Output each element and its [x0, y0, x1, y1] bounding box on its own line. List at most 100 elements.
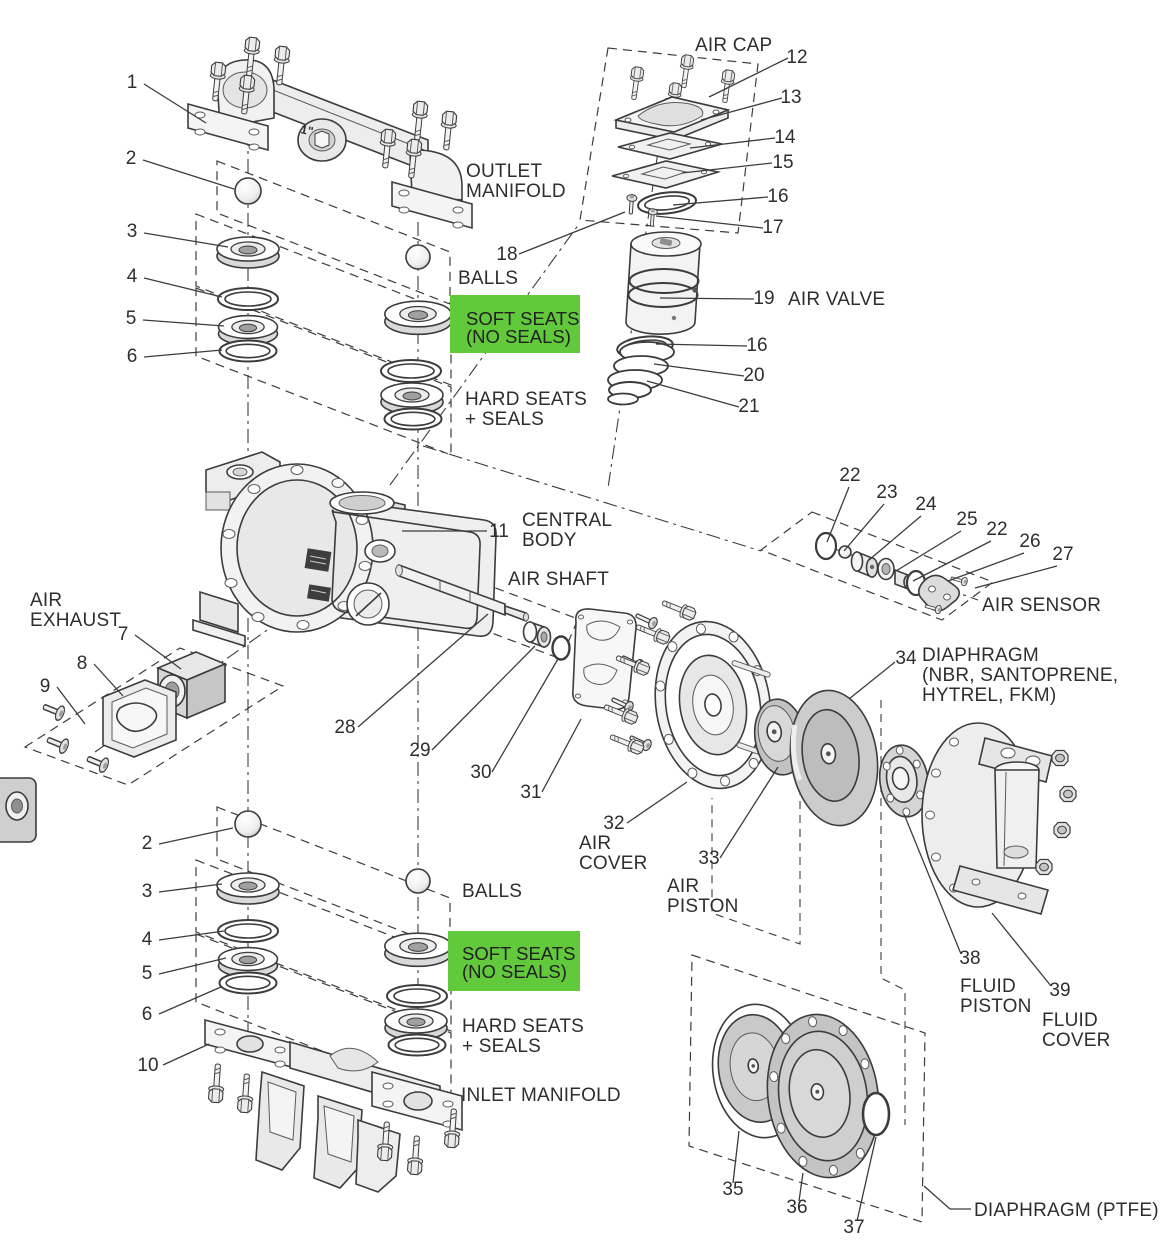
callout-21-21: 21 [738, 396, 759, 417]
balls-and-seats-top [216, 177, 453, 431]
leader-3-42 [158, 883, 223, 893]
air-shaft-part [395, 563, 660, 753]
leader-30-31 [491, 658, 559, 773]
plate-26 [917, 574, 961, 612]
label-air-valve: AIR VALVE [788, 289, 885, 310]
leader-27-28 [974, 565, 1058, 589]
callout-4-43: 4 [142, 929, 153, 950]
callout-19-18: 19 [753, 288, 774, 309]
callout-38-39: 38 [959, 948, 980, 969]
callout-31-32: 31 [520, 782, 541, 803]
callout-17-16: 17 [762, 217, 783, 238]
bushing-29 [522, 620, 552, 649]
callout-18-17: 18 [496, 244, 517, 265]
leader-37-38 [856, 1136, 877, 1222]
diaphragm-ptfe-box [688, 954, 926, 1223]
label-air-cap: AIR CAP [695, 35, 772, 56]
hard-oring-a-bottom [386, 984, 448, 1008]
seat-3-top [216, 236, 280, 269]
leader-14-13 [689, 137, 776, 149]
callout-12-11: 12 [786, 47, 807, 68]
callout-39-40: 39 [1049, 980, 1070, 1001]
oring-6-bottom [218, 971, 278, 995]
leader-28-29 [357, 613, 489, 728]
callout-27-28: 27 [1052, 544, 1073, 565]
leader-20-20 [653, 363, 745, 377]
air-cover-part [601, 595, 776, 790]
leader-33-34 [719, 766, 779, 859]
air-sensor-box [759, 511, 995, 621]
air-sensor-part [814, 531, 969, 615]
screw-18 [625, 193, 638, 215]
label-balls-top: BALLS [458, 268, 518, 289]
highlight-label-soft-seats-bottom: SOFT SEATS(NO SEALS) [462, 943, 575, 982]
highlight-soft-seats-bottom [448, 931, 580, 991]
leader-5-4 [142, 319, 225, 327]
fluid-piston-part [878, 744, 935, 818]
ball-2-bottom [234, 810, 262, 838]
callout-37-38: 37 [843, 1217, 864, 1238]
callout-35-36: 35 [722, 1179, 743, 1200]
callout-24-24: 24 [915, 494, 937, 515]
air-exhaust-box [23, 647, 285, 786]
callout-8-7: 8 [77, 653, 88, 674]
hard-oring-b-top [383, 407, 443, 431]
oring-37 [861, 1091, 891, 1137]
leader-39-40 [991, 912, 1052, 987]
callout-33-34: 33 [698, 848, 719, 869]
air-valve-part [607, 231, 702, 406]
leader-4-3 [143, 277, 223, 298]
callout-22-26: 22 [986, 519, 1007, 540]
callout-11-10: 11 [489, 521, 509, 542]
oring-22a [814, 531, 838, 561]
callout-3-42: 3 [142, 881, 153, 902]
bearing-25 [877, 557, 895, 581]
leader-1-0 [143, 83, 207, 124]
soft-seat-right-bottom [383, 932, 453, 968]
leader-29-30 [431, 645, 536, 751]
leader-21-21 [646, 380, 740, 408]
leader-6-45 [158, 986, 222, 1015]
callout-7-6: 7 [118, 624, 129, 645]
leader-24-24 [868, 515, 922, 561]
label-hard-seats-bottom: HARD SEATS+ SEALS [462, 1016, 584, 1057]
leader-6-5 [143, 349, 223, 358]
callout-10-9: 10 [137, 1055, 158, 1076]
air-piston-box [711, 745, 801, 945]
seat-3-bottom [216, 872, 280, 905]
hard-oring-a-top [380, 359, 442, 383]
label-hard-seats-top: HARD SEATS+ SEALS [465, 389, 587, 430]
inlet-manifold-part [204, 1018, 463, 1193]
hard-seats-top-box [195, 287, 452, 456]
leader-10-9 [162, 1043, 210, 1066]
label-leader-diaphragm-ptfe [923, 1185, 971, 1210]
leader-3-2 [143, 232, 229, 248]
callout-32-33: 32 [603, 813, 624, 834]
leader-18-17 [518, 211, 626, 255]
label-air-sensor: AIR SENSOR [982, 595, 1101, 616]
leader-lines [56, 57, 1058, 1222]
callout-4-3: 4 [127, 266, 138, 287]
diaphragm-ptfe-part [711, 1003, 891, 1179]
hard-seats-bottom-box [195, 933, 452, 1102]
callout-3-2: 3 [127, 221, 138, 242]
label-balls-bottom: BALLS [462, 881, 522, 902]
leader-13-12 [700, 97, 783, 121]
oring-6-top [218, 339, 278, 363]
label-diaphragm-ptfe: DIAPHRAGM (PTFE) [974, 1200, 1159, 1221]
callout-6-45: 6 [142, 1004, 153, 1025]
leader-16-19 [655, 343, 748, 347]
leader-7-6 [134, 634, 182, 670]
leader-35-36 [732, 1130, 740, 1184]
ball-23 [838, 545, 852, 559]
oring-16-top [635, 188, 699, 218]
outlet-manifold-part [187, 36, 473, 230]
leader-19-18 [659, 297, 755, 300]
leader-38-39 [903, 813, 962, 955]
